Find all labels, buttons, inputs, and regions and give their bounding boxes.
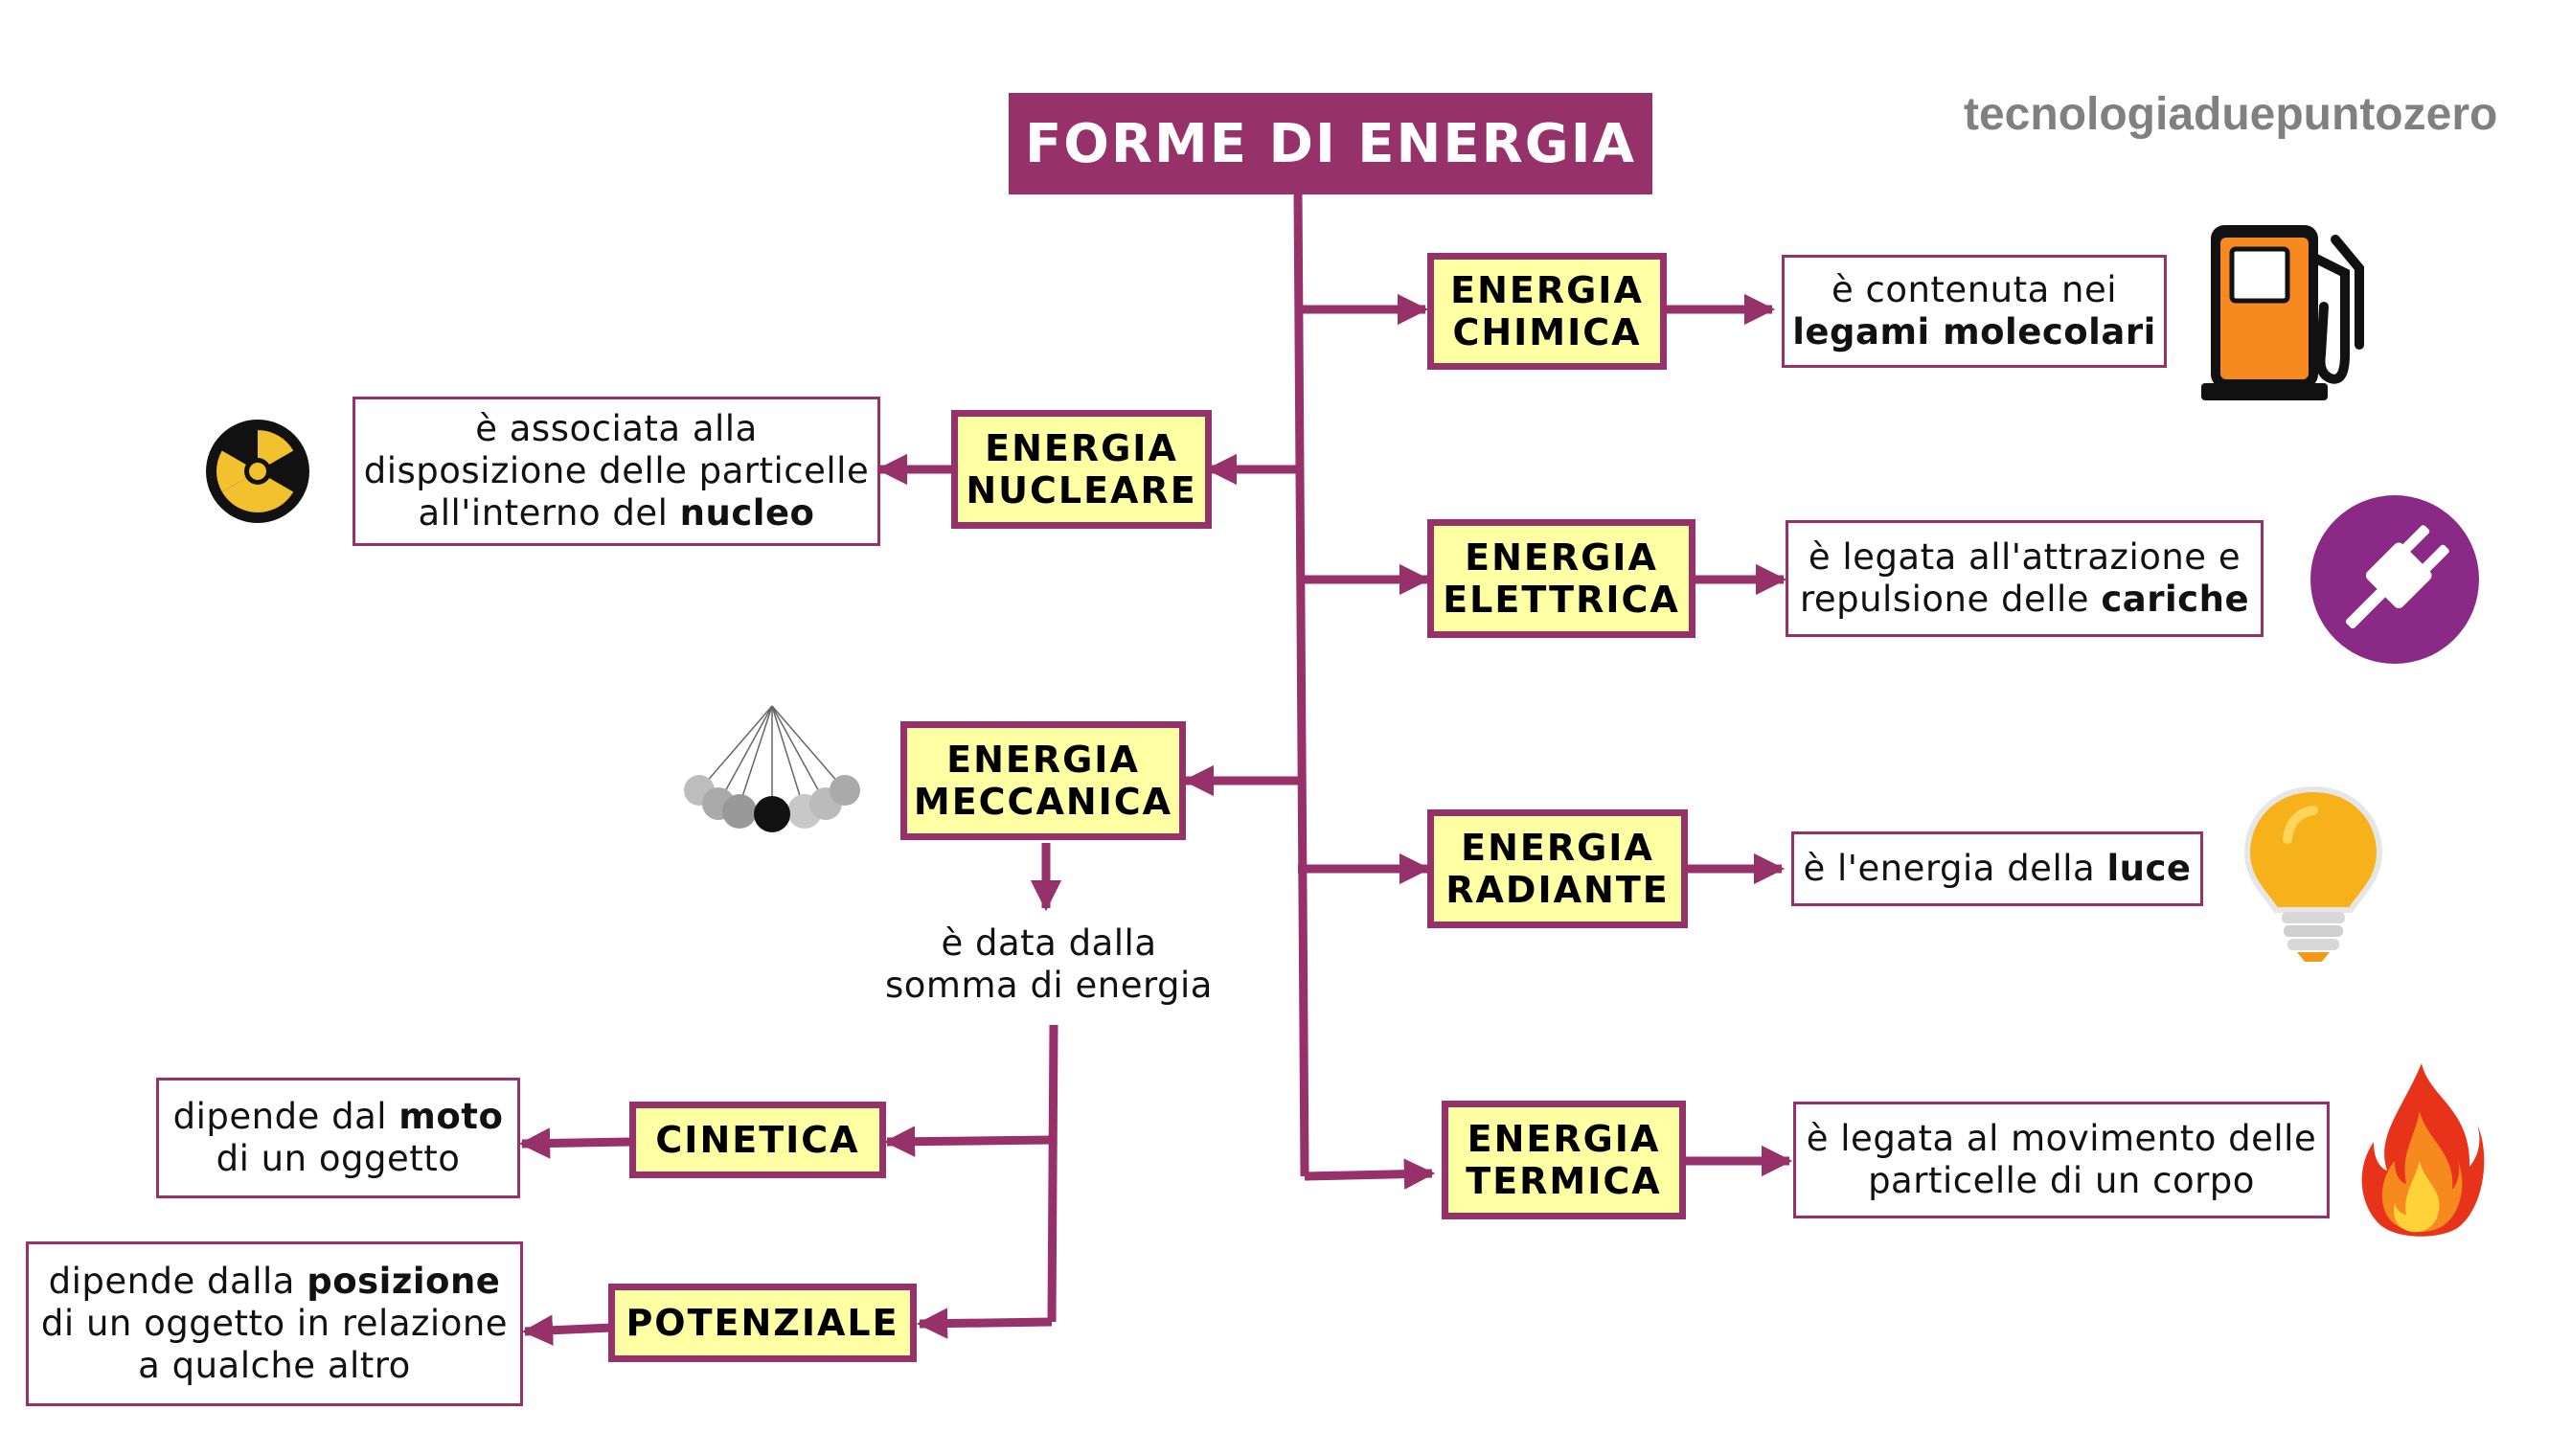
nucleare-desc-line3: all'interno del nucleo: [419, 492, 815, 535]
potenziale-label: POTENZIALE: [626, 1302, 899, 1344]
termica-desc-line1: è legata al movimento delle: [1806, 1118, 2317, 1159]
elettrica-description: è legata all'attrazione e repulsione del…: [1786, 520, 2264, 637]
nucleare-desc-line3-text: all'interno del: [418, 492, 680, 534]
energia-elettrica-label-line2: ELETTRICA: [1443, 579, 1680, 621]
nucleare-desc-line3-bold: nucleo: [679, 492, 815, 534]
potenziale-desc-line3: a qualche altro: [138, 1345, 411, 1386]
energia-meccanica-label-line1: ENERGIA: [946, 739, 1140, 781]
chimica-desc-line1: è contenuta nei: [1831, 269, 2118, 310]
nucleare-desc-line2: disposizione delle particelle: [363, 450, 870, 491]
potenziale-desc-line2: di un oggetto in relazione: [40, 1303, 509, 1344]
fuel-pump-icon: [2201, 220, 2374, 402]
energia-termica-label-line2: TERMICA: [1466, 1160, 1662, 1202]
energia-chimica-label-line1: ENERGIA: [1450, 269, 1644, 311]
potenziale-description: dipende dalla posizione di un oggetto in…: [26, 1241, 523, 1406]
nucleare-desc-line1: è associata alla: [475, 408, 758, 449]
energia-meccanica-box: ENERGIA MECCANICA: [900, 721, 1186, 840]
energia-nucleare-label-line1: ENERGIA: [985, 427, 1178, 469]
nucleare-description: è associata alla disposizione delle part…: [353, 397, 880, 546]
energia-radiante-label-line2: RADIANTE: [1445, 869, 1670, 911]
cinetica-box: CINETICA: [629, 1102, 886, 1178]
energia-nucleare-label-line2: NUCLEARE: [966, 469, 1197, 512]
radiante-description: è l'energia della luce: [1791, 831, 2203, 906]
somma-branch-line: [1047, 1024, 1058, 1323]
cinetica-label: CINETICA: [655, 1119, 860, 1161]
potenziale-box: POTENZIALE: [608, 1284, 917, 1362]
energia-meccanica-label-line2: MECCANICA: [913, 781, 1173, 823]
meccanica-note-line2: somma di energia: [885, 965, 1213, 1006]
brand-wordmark: tecnologiaduepuntozero: [1964, 89, 2498, 140]
arrow-to-termica: [1304, 1158, 1436, 1190]
energia-chimica-box: ENERGIA CHIMICA: [1427, 253, 1667, 370]
plug-icon: [2309, 493, 2481, 666]
fire-icon: [2356, 1061, 2486, 1243]
arrow-potenziale-desc: [521, 1314, 614, 1346]
elettrica-desc-line2: repulsione delle cariche: [1800, 579, 2249, 621]
energia-termica-label-line1: ENERGIA: [1467, 1118, 1661, 1160]
cinetica-desc-line1-bold: moto: [398, 1096, 504, 1137]
arrow-cinetica-desc: [518, 1127, 633, 1159]
light-bulb-icon: [2241, 784, 2385, 966]
cinetica-desc-line1-text: dipende dal: [172, 1096, 399, 1137]
energia-elettrica-label-line1: ENERGIA: [1465, 536, 1658, 579]
radiante-desc-bold: luce: [2106, 848, 2192, 889]
radiante-desc-line: è l'energia della luce: [1803, 848, 2191, 890]
meccanica-note: è data dalla somma di energia: [843, 922, 1255, 1014]
energia-radiante-label-line1: ENERGIA: [1461, 827, 1654, 869]
cinetica-description: dipende dal moto di un oggetto: [156, 1078, 520, 1198]
potenziale-desc-line1-bold: posizione: [307, 1261, 501, 1302]
radiation-icon: [205, 419, 310, 524]
cinetica-desc-line2: di un oggetto: [216, 1138, 461, 1179]
elettrica-desc-line2-text: repulsione delle: [1799, 579, 2102, 620]
chimica-description: è contenuta nei legami molecolari: [1782, 255, 2167, 368]
energia-nucleare-box: ENERGIA NUCLEARE: [951, 410, 1212, 529]
energia-radiante-box: ENERGIA RADIANTE: [1427, 809, 1688, 928]
chimica-desc-line2: legami molecolari: [1792, 311, 2156, 353]
potenziale-desc-line1-text: dipende dalla: [48, 1261, 307, 1302]
cinetica-desc-line1: dipende dal moto: [173, 1096, 504, 1138]
termica-description: è legata al movimento delle particelle d…: [1793, 1102, 2330, 1218]
elettrica-desc-line1: è legata all'attrazione e: [1808, 536, 2241, 578]
pendulum-icon: [680, 704, 872, 833]
elettrica-desc-line2-bold: cariche: [2101, 579, 2250, 620]
meccanica-note-line1: è data dalla: [941, 922, 1157, 964]
energia-termica-box: ENERGIA TERMICA: [1442, 1101, 1686, 1219]
arrow-to-potenziale: [916, 1308, 1053, 1339]
energia-chimica-label-line2: CHIMICA: [1452, 311, 1642, 353]
main-trunk-line: [1293, 191, 1309, 1177]
potenziale-desc-line1: dipende dalla posizione: [49, 1261, 501, 1303]
termica-desc-line2: particelle di un corpo: [1868, 1160, 2255, 1201]
page-title: FORME DI ENERGIA: [1009, 93, 1652, 194]
radiante-desc-text: è l'energia della: [1803, 848, 2107, 889]
energia-elettrica-box: ENERGIA ELETTRICA: [1427, 519, 1695, 638]
arrow-to-cinetica: [883, 1126, 1053, 1157]
